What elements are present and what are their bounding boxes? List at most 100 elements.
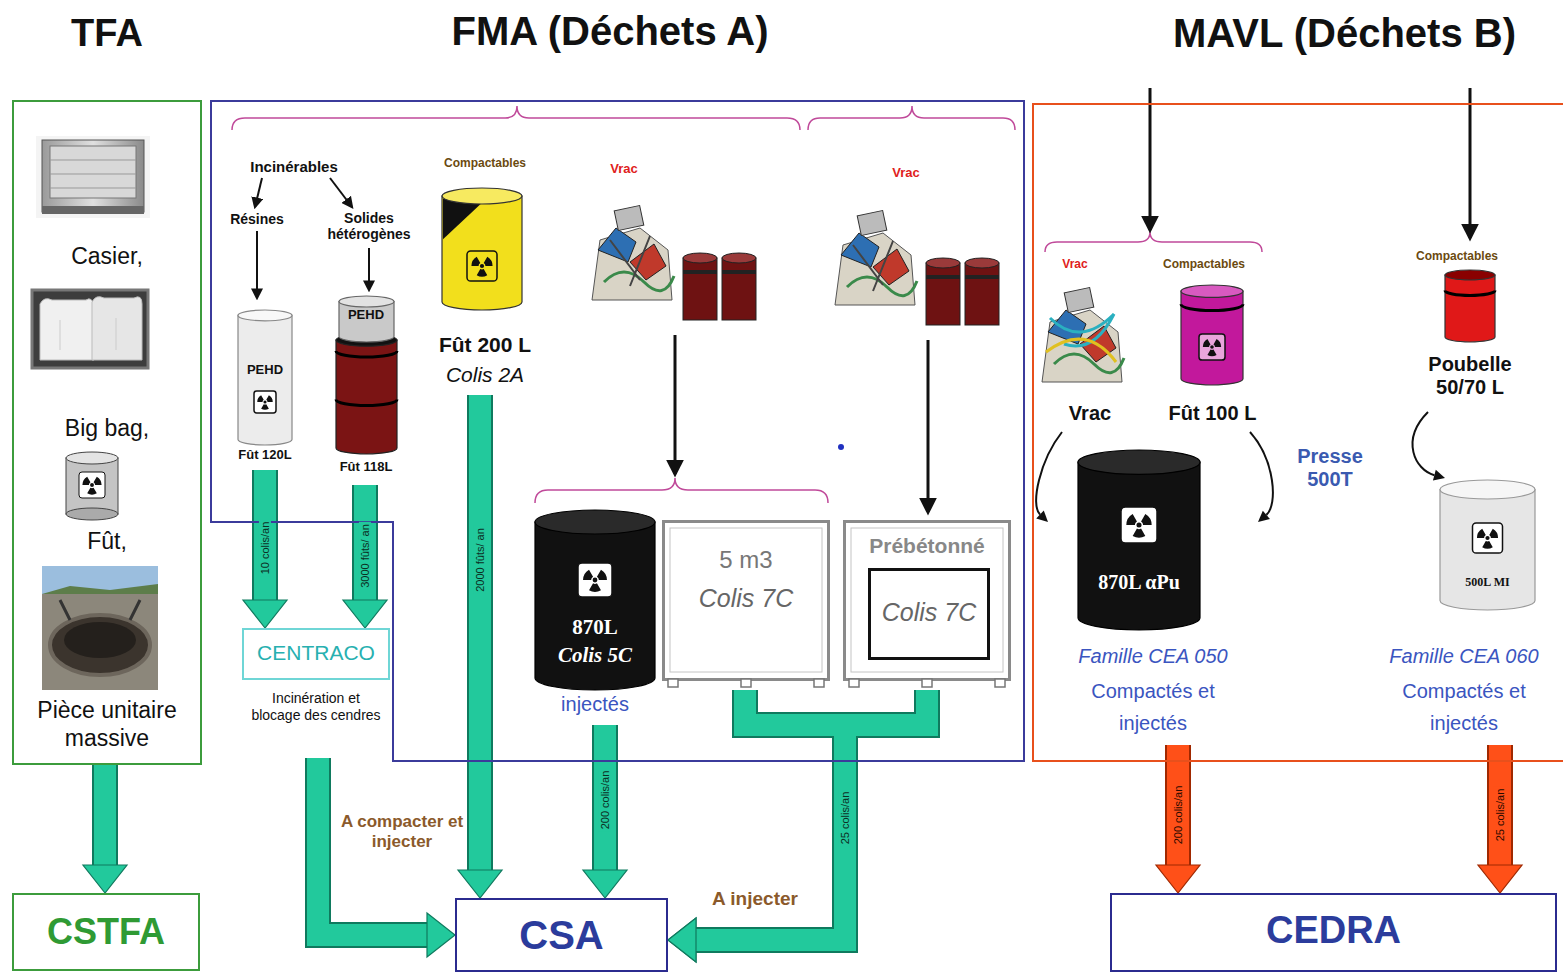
crate-photo	[36, 136, 150, 218]
grouping-brace	[535, 478, 828, 503]
flow-rate-label: 2000 fûts/ an	[474, 526, 486, 594]
radiation-sign	[578, 563, 612, 597]
node-title: Colis 7C	[871, 598, 987, 627]
waste-drums	[683, 270, 717, 274]
flow-line	[330, 178, 352, 207]
node-text: Famille CEA 060	[1370, 645, 1558, 668]
flow-line	[256, 231, 258, 298]
waste-pile	[857, 211, 887, 236]
container-package: 5 m3Colis 7C	[662, 520, 830, 690]
flow-arrow	[594, 725, 616, 870]
storage-site: CEDRA	[1110, 893, 1557, 972]
grouping-brace	[1045, 232, 1262, 252]
flow-arrow	[1036, 432, 1062, 514]
drum-lid	[238, 310, 292, 321]
node-text: Compactés et injectés	[1068, 675, 1238, 739]
waste-drums	[683, 253, 717, 263]
waste-pile	[592, 206, 674, 300]
waste-pile	[604, 272, 674, 291]
flow-arrow	[1413, 412, 1435, 475]
waste-pile	[926, 258, 960, 268]
waste-pile	[853, 241, 893, 291]
radiation-sign	[467, 251, 497, 281]
drum-lid	[1181, 285, 1243, 297]
radiation-trefoil	[1203, 339, 1221, 356]
container-foot	[814, 679, 824, 687]
drum-stripe	[443, 199, 486, 239]
node-outline	[226, 305, 304, 470]
massive-part-photo	[64, 622, 136, 658]
waste-drums	[722, 253, 756, 263]
flow-arrow-outline	[352, 485, 378, 600]
grouping-brace	[232, 106, 800, 130]
flow-arrow	[254, 470, 276, 600]
node-title: 5 m3	[662, 546, 830, 574]
node-title: TFA	[14, 12, 200, 56]
drum-lid	[442, 188, 522, 204]
massive-part-photo	[42, 566, 158, 690]
node-text: Colis 5C	[535, 643, 655, 667]
node-outline	[425, 180, 545, 395]
storage-site: CSA	[455, 898, 668, 972]
drum-icon	[66, 452, 118, 464]
node-title: PEHD	[322, 308, 410, 323]
node-text: Fût 118L	[320, 460, 412, 475]
flow-line	[255, 178, 262, 207]
drum-body	[442, 196, 522, 310]
flow-rate-label: 25 colis/an	[839, 790, 851, 847]
connector-outlines	[105, 395, 1500, 940]
drum-icon	[82, 477, 101, 495]
waste-pile	[926, 275, 960, 279]
node-title: Prébétonné	[843, 534, 1011, 558]
node-title: CEDRA	[1112, 909, 1555, 953]
big-bag-photo	[60, 318, 116, 350]
flow-arrow	[1489, 745, 1511, 865]
radiation-trefoil	[257, 395, 272, 409]
drum-icon	[79, 472, 105, 498]
arrow-head	[1258, 511, 1270, 522]
waste-pile	[1042, 288, 1124, 382]
node-title: Fût 100 L	[1150, 402, 1275, 425]
drum-band	[1445, 291, 1495, 296]
waste-drums	[722, 258, 756, 320]
annotation-label: A compacter et injecter	[340, 812, 464, 851]
massive-part-photo	[42, 566, 158, 690]
crate-photo	[42, 140, 144, 212]
drum-body	[238, 315, 292, 445]
annotation-label: Vrac	[596, 162, 652, 177]
annotation-label: Compactables	[1145, 258, 1263, 272]
annotation-label: Résines	[216, 211, 298, 227]
flow-line	[674, 335, 677, 474]
waste-pile	[1064, 288, 1094, 313]
flow-arrow-outline	[467, 395, 493, 870]
drum-body	[1440, 490, 1535, 611]
grouping-brace	[232, 106, 1262, 503]
waste-drums	[722, 270, 756, 274]
radiation-trefoil	[1477, 529, 1498, 549]
node-text: Compactés et injectés	[1379, 675, 1549, 739]
arrow-head	[583, 870, 627, 898]
massive-part-photo	[42, 584, 158, 594]
node-text: Incinération et blocage des cendres	[248, 690, 384, 724]
flow-arrow-outline	[92, 765, 118, 865]
facility-box: CENTRACOIncinération et blocage des cend…	[242, 628, 390, 758]
flow-arrow	[469, 395, 491, 870]
bulk-waste: Vrac	[1040, 280, 1140, 432]
waste-pile	[965, 263, 999, 325]
flow-arrow	[1167, 745, 1189, 865]
arrow-head	[83, 865, 127, 893]
annotation-label: A injecter	[690, 888, 820, 910]
flow-arrow-outline	[1487, 745, 1513, 865]
annotation-label: Incinérables	[236, 158, 352, 175]
flow-arrow-outline	[592, 725, 618, 870]
arrow-head	[243, 600, 287, 628]
node-outline	[1370, 478, 1558, 745]
annotation-label: Compactables	[425, 157, 545, 171]
drum-band	[336, 399, 397, 405]
arrow-head	[458, 870, 502, 898]
arrow-head	[1036, 510, 1048, 522]
arrow-head	[1156, 865, 1200, 893]
drum-icon	[66, 458, 118, 514]
arrow-head	[1433, 470, 1445, 481]
